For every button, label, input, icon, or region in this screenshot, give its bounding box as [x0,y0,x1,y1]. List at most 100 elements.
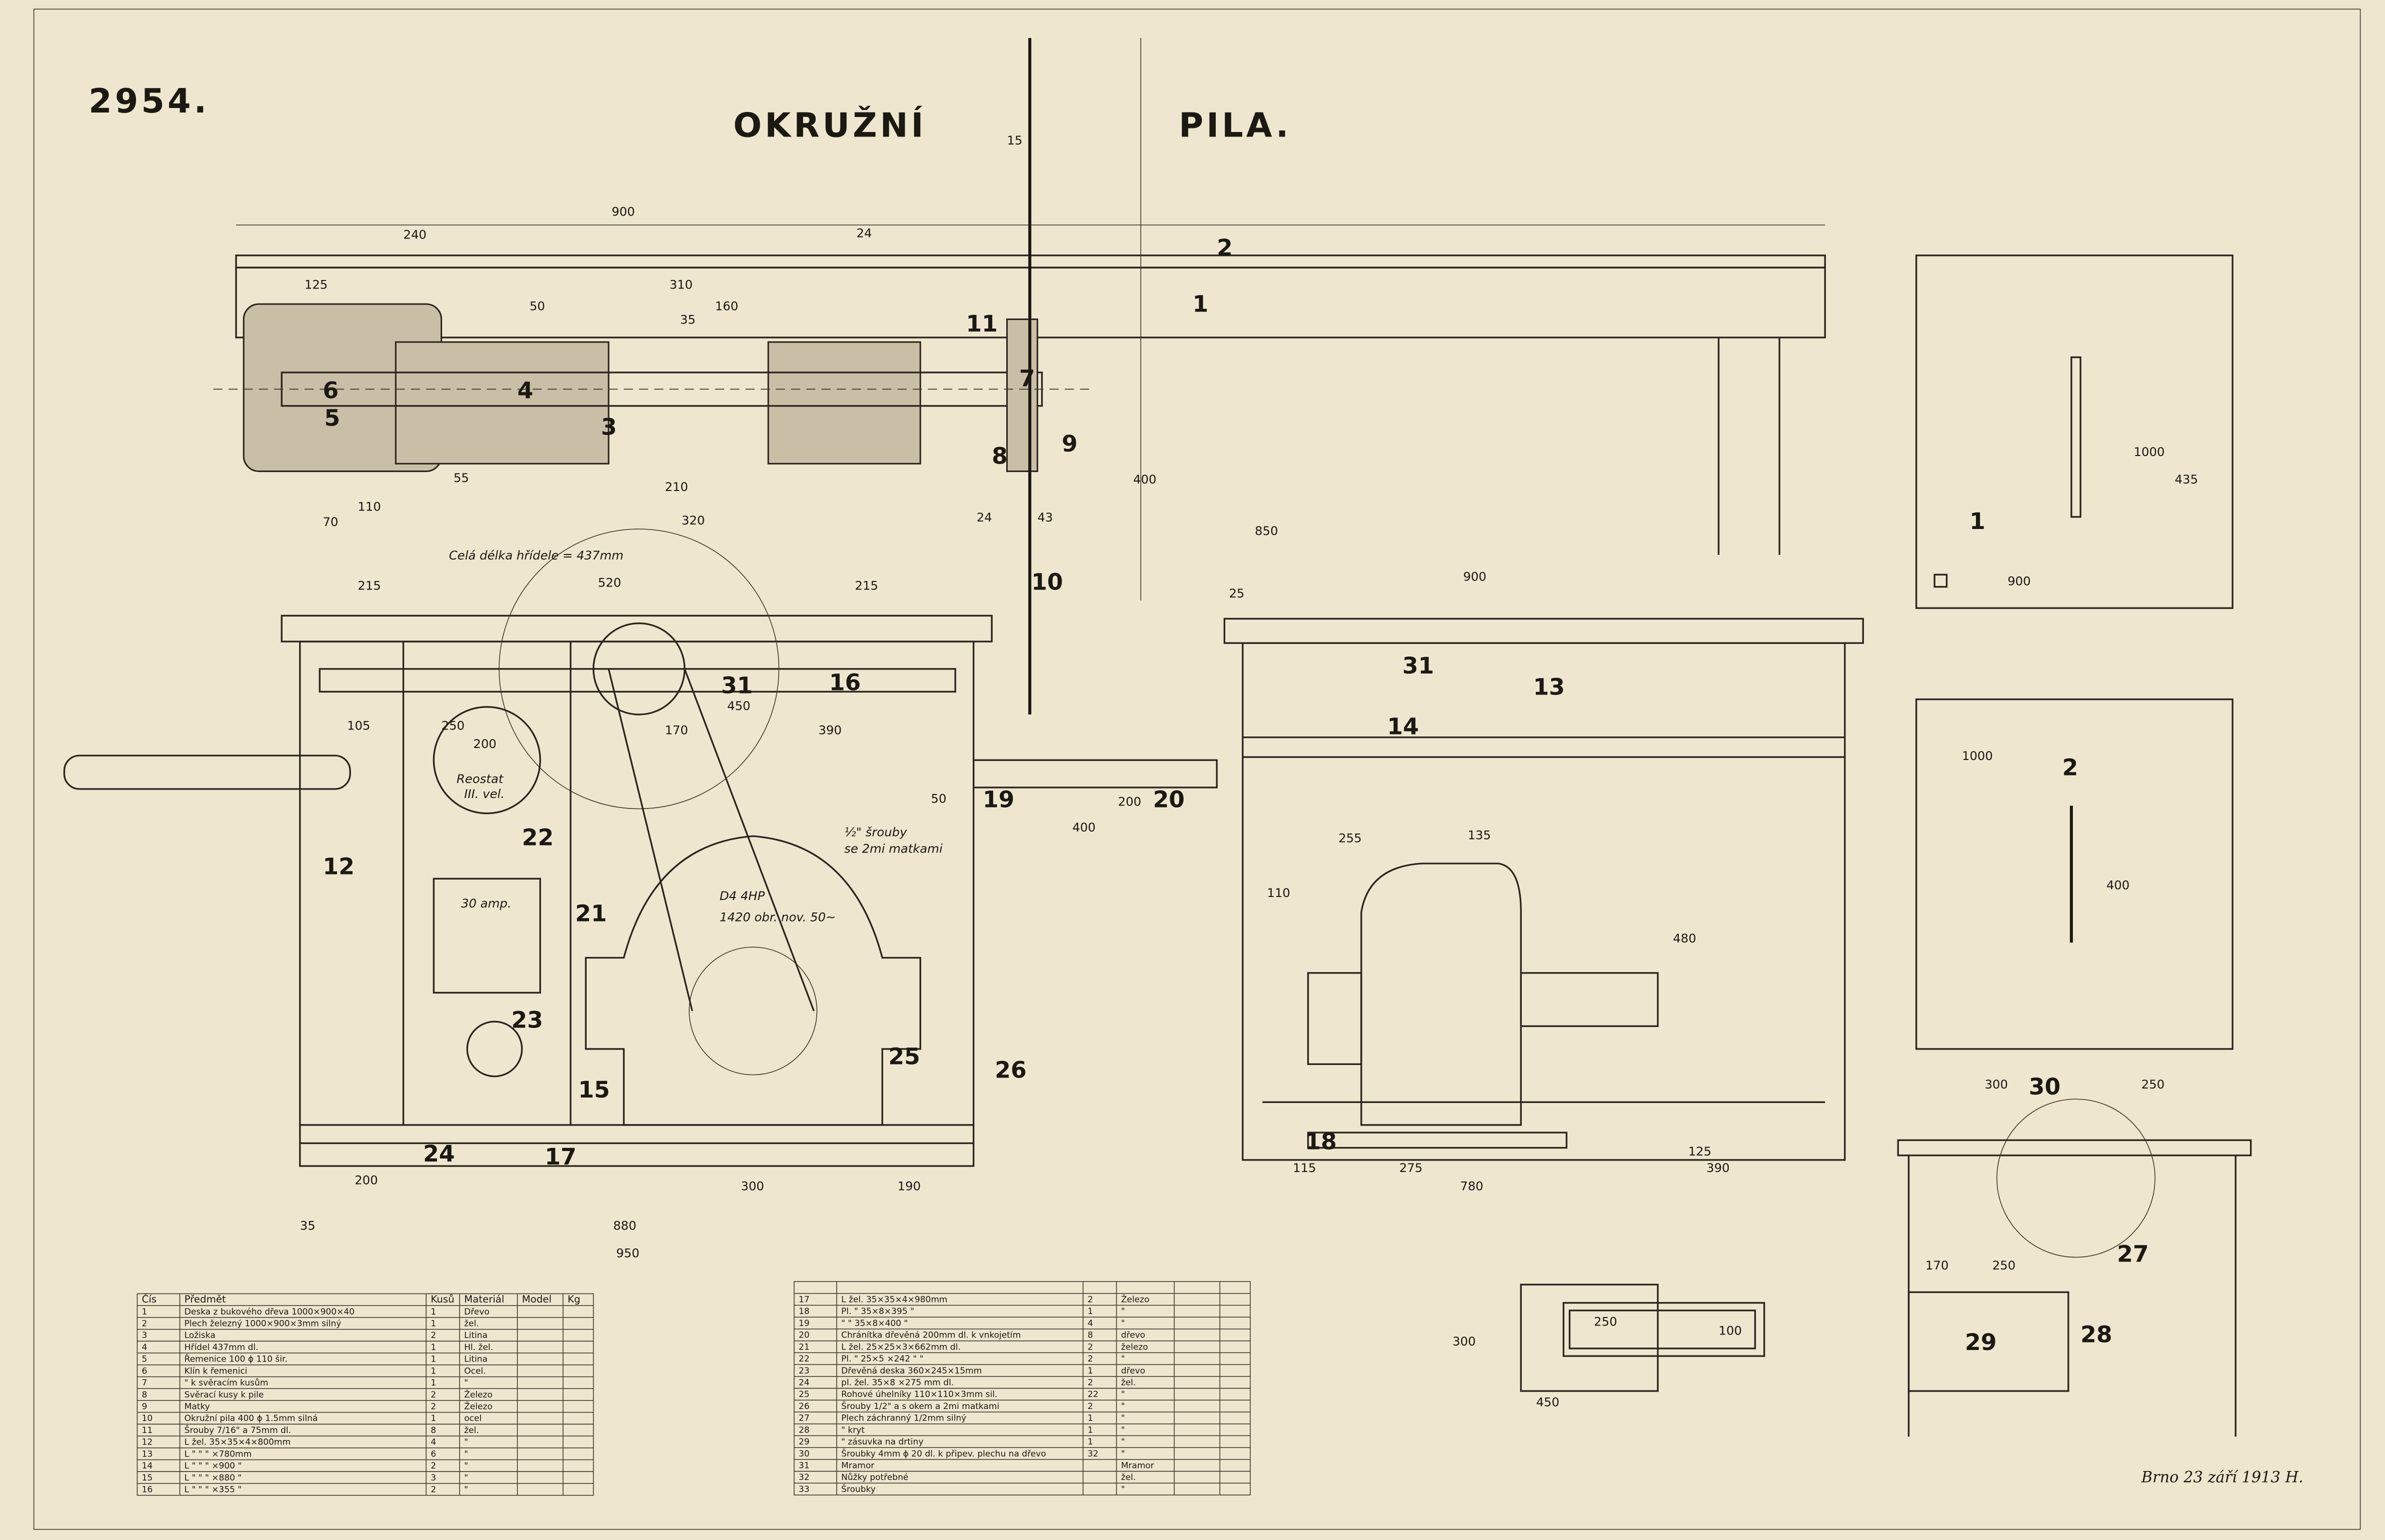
table-cell-qty: 1 [1088,1437,1093,1447]
table-cell-item: Deska z bukového dřeva 1000×900×40 [185,1307,355,1317]
bearing-right [767,341,921,464]
table-cell-no: 23 [799,1366,810,1376]
rheostat-label: Reostat [457,772,504,786]
table-cell-material: Ocel. [464,1366,486,1376]
callout-2: 2 [1217,234,1233,261]
table-cell-no: 21 [799,1342,810,1352]
table-cell-no: 11 [142,1426,153,1436]
rheostat-circle [433,706,541,814]
table-cell-item: " zásuvka na drtiny [841,1437,923,1447]
callout-13: 13 [1533,674,1565,700]
dim: 300 [1985,1077,2008,1092]
motor-type: D4 4HP [720,888,765,903]
callout-30: 30 [2029,1074,2060,1100]
front-view: Celá délka hřídele = 437mm ½" šrouby se … [63,528,1218,1167]
callout-16: 16 [829,669,861,696]
callout-27: 27 [2117,1241,2148,1268]
dim: 1000 [2134,444,2165,459]
table-cell-no: 9 [142,1402,148,1412]
dim: 310 [670,278,693,292]
table-cell-item: L " " " ×355 " [185,1485,242,1495]
table-cell-item: Mramor [841,1460,874,1470]
bearing-left [395,341,610,464]
table-cell-no: 10 [142,1414,153,1424]
table-cell-item: Dřevěná deska 360×245×15mm [841,1366,982,1376]
table-cell-material: " [1121,1414,1125,1424]
table-cell-item: pl. žel. 35×8 ×275 mm dl. [841,1378,954,1388]
dim: 135 [1468,828,1491,842]
table-cell-material: žel. [1121,1472,1136,1482]
table-cell-item: L " " " ×780mm [185,1449,252,1459]
table-cell-no: 3 [142,1330,148,1340]
table-cell-item: Hřídel 437mm dl. [185,1342,259,1352]
callout-plan-2: 2 [2062,754,2078,781]
table-cell-material: ocel [464,1414,482,1424]
table-cell-item: L žel. 25×25×3×662mm dl. [841,1342,961,1352]
dim: 1000 [1962,748,1993,763]
dimension-labels: 900 240 125 310 24 50 160 35 110 210 320… [300,133,2198,1410]
dim: 780 [1460,1179,1483,1194]
dim: 125 [305,278,328,292]
table-cell-qty: 2 [1088,1342,1093,1352]
table-cell-qty: 1 [431,1319,436,1329]
table-cell-item: Řemenice 100 ϕ 110 šir. [185,1354,288,1364]
table-cell-qty: 1 [1088,1425,1093,1435]
callout-4: 4 [518,378,534,404]
table-cell-no: 26 [799,1402,810,1412]
table-cell-item: Šroubky 4mm ϕ 20 dl. k připev. plechu na… [841,1448,1046,1459]
table-cell-no: 15 [142,1473,153,1483]
table-cell-no: 13 [142,1449,153,1459]
table-cell-qty: 8 [1088,1330,1093,1340]
table-cell-material: železo [1121,1342,1148,1352]
table-cell-no: 25 [799,1390,810,1400]
dim: 215 [855,578,878,593]
table-cell-material: " [1121,1437,1125,1447]
dim: 250 [1992,1258,2015,1272]
table-cell-material: Železo [464,1401,493,1412]
callout-20: 20 [1153,786,1184,812]
dim: 24 [977,510,992,524]
table-cell-qty: 1 [431,1354,436,1364]
dim: 43 [1037,510,1053,524]
table-cell-material: Dřevo [464,1307,490,1317]
table-cell-material: " [1121,1354,1125,1364]
sheet-border [33,8,2361,1530]
dim: 250 [442,718,465,732]
dim: 125 [1688,1144,1711,1158]
dim: 215 [358,578,381,593]
dim: 900 [2007,574,2030,588]
title-okruzni: OKRUŽNÍ [733,106,926,145]
callout-5: 5 [324,404,340,431]
table-header: Model [522,1294,552,1305]
table-header: Kusů [431,1294,454,1305]
dim: 115 [1293,1160,1316,1175]
side-motor-body [1360,862,1522,1126]
dim: 480 [1673,931,1696,946]
dim: 300 [741,1179,764,1194]
dim: 900 [1463,569,1486,584]
table-cell-material: " [1121,1390,1125,1400]
table-cell-material: Železo [464,1389,493,1400]
table-header: Předmět [185,1294,226,1305]
table-cell-material: Mramor [1121,1460,1154,1470]
table-cell-no: 16 [142,1485,153,1495]
dim: 520 [598,576,621,590]
table-cell-item: L žel. 35×35×4×980mm [841,1294,947,1304]
table-cell-qty: 6 [431,1449,436,1459]
dim: 880 [613,1218,636,1233]
dim: 320 [682,513,705,528]
table-cell-material: " [1121,1306,1125,1316]
dim: 190 [898,1179,921,1194]
motor-outline [585,835,921,1126]
table-cell-no: 17 [799,1294,810,1304]
table-cell-material: Železo [1121,1294,1150,1304]
table-cell-qty: 22 [1088,1390,1099,1400]
callout-17: 17 [545,1144,576,1170]
table-cell-no: 1 [142,1307,148,1317]
table-cell-no: 27 [799,1414,810,1424]
callout-6: 6 [323,378,339,404]
table-cell-item: Ložiska [185,1330,216,1340]
table-cell-material: Litina [464,1330,488,1340]
callout-18: 18 [1305,1128,1336,1155]
table-cell-item: Nůžky potřebné [841,1472,908,1482]
